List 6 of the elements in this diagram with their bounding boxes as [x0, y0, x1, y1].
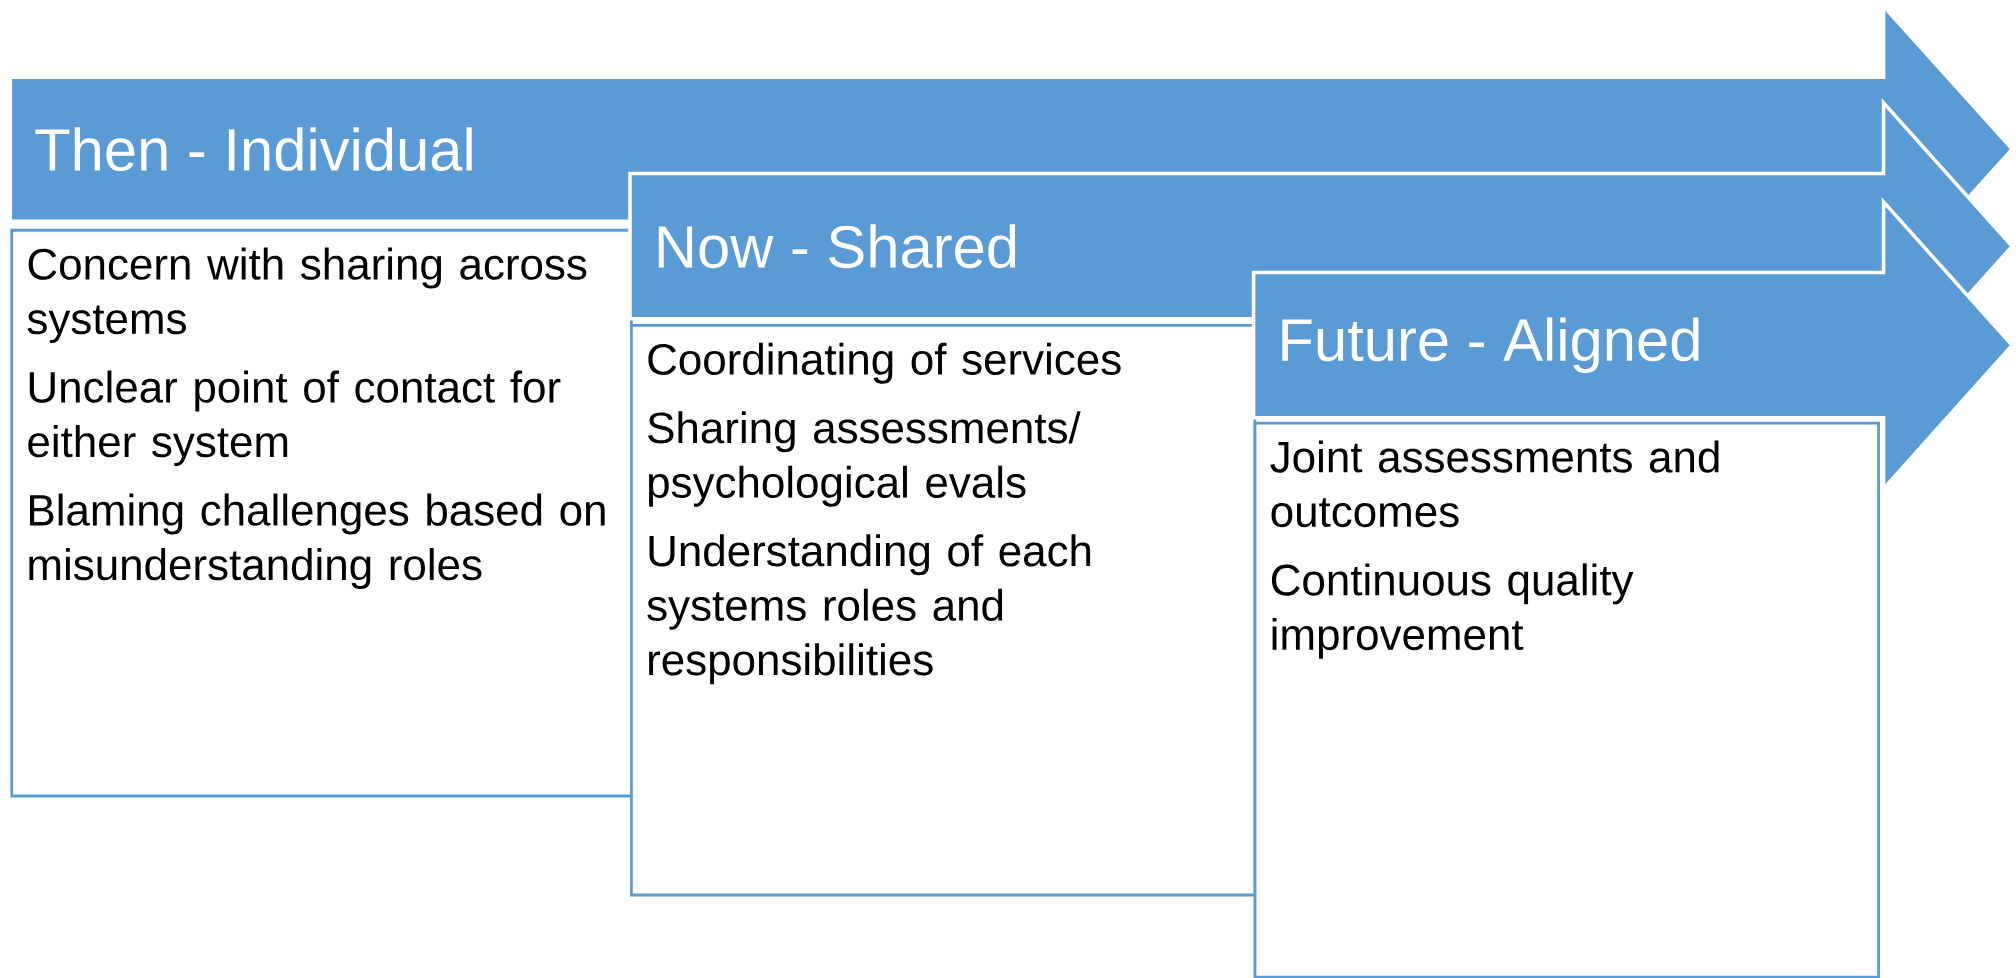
text-box: Joint assessments and outcomes Continuous quality improvement — [1253, 421, 1880, 978]
text-box: Coordinating of services Sharing assessments/ psychological evals Understanding of each systems roles and responsibilities — [630, 323, 1257, 897]
node-label: Future - Aligned — [1282, 317, 1699, 373]
node-label: Then - Individual — [35, 127, 472, 171]
node-label: Now - Shared — [658, 224, 1016, 268]
text-box: Concern with sharing across systems Unclear point of contact for either system Blaming challenges based on misunderstanding roles — [10, 228, 633, 798]
